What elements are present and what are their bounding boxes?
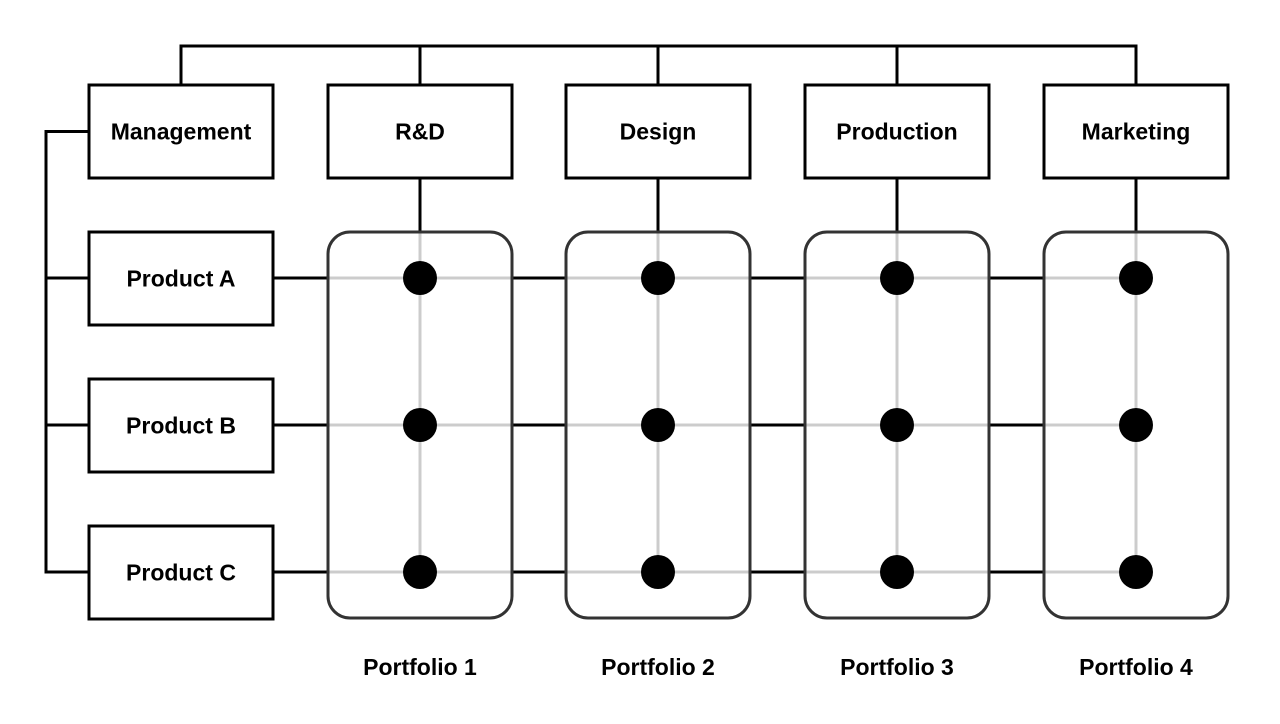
management-node-box[interactable] [87, 83, 275, 180]
portfolio-container[interactable] [326, 230, 514, 620]
function-node-rd-box[interactable] [326, 83, 514, 180]
product-node-product-b-box[interactable] [87, 377, 275, 474]
function-node-marketing[interactable]: Marketing [1042, 83, 1230, 180]
function-node-design[interactable]: Design [564, 83, 752, 180]
function-node-rd-label: R&D [395, 119, 445, 145]
nodes: Management R&D Design Production MarketingPr… [87, 83, 1230, 621]
function-node-marketing-label: Marketing [1082, 119, 1191, 145]
intersection-dot-product-c-rd[interactable] [403, 555, 437, 589]
function-node-marketing-box[interactable] [1042, 83, 1230, 180]
intersection-dot-product-c-marketing[interactable] [1119, 555, 1153, 589]
product-node-product-a[interactable]: Product A [87, 230, 275, 327]
product-node-product-c-box[interactable] [87, 524, 275, 621]
portfolios [326, 230, 1230, 620]
portfolio-label: Portfolio 1 [363, 654, 477, 680]
product-node-product-a-label: Product A [126, 266, 235, 292]
intersection-dot-product-b-rd[interactable] [403, 408, 437, 442]
management-node[interactable]: Management [87, 83, 275, 180]
function-node-rd[interactable]: R&D [326, 83, 514, 180]
management-node-label: Management [111, 119, 252, 145]
function-node-production[interactable]: Production [803, 83, 991, 180]
portfolio-label: Portfolio 4 [1079, 654, 1193, 680]
product-node-product-c[interactable]: Product C [87, 524, 275, 621]
intersection-dot-product-a-rd[interactable] [403, 261, 437, 295]
intersection-dot-product-c-design[interactable] [641, 555, 675, 589]
intersection-dot-product-b-marketing[interactable] [1119, 408, 1153, 442]
product-node-product-a-box[interactable] [87, 230, 275, 327]
left-bus-line [44, 130, 89, 574]
portfolio-3 [803, 230, 991, 620]
portfolio-2 [564, 230, 752, 620]
labels: Portfolio 1 Portfolio 2 Portfolio 3 Portfol… [363, 654, 1193, 680]
intersection-dot-product-c-production[interactable] [880, 555, 914, 589]
product-node-product-b-label: Product B [126, 413, 236, 439]
portfolio-container[interactable] [803, 230, 991, 620]
connectors [44, 44, 1138, 574]
portfolio-label: Portfolio 3 [840, 654, 954, 680]
portfolio-4 [1042, 230, 1230, 620]
intersection-dot-product-a-design[interactable] [641, 261, 675, 295]
intersection-dot-product-a-marketing[interactable] [1119, 261, 1153, 295]
product-node-product-b[interactable]: Product B [87, 377, 275, 474]
portfolio-container[interactable] [1042, 230, 1230, 620]
portfolio-container[interactable] [564, 230, 752, 620]
function-node-design-label: Design [620, 119, 697, 145]
intersection-dot-product-b-production[interactable] [880, 408, 914, 442]
portfolio-1 [326, 230, 514, 620]
product-node-product-c-label: Product C [126, 560, 236, 586]
function-node-production-box[interactable] [803, 83, 991, 180]
portfolio-label: Portfolio 2 [601, 654, 715, 680]
intersection-dot-product-a-production[interactable] [880, 261, 914, 295]
function-node-production-label: Production [836, 119, 957, 145]
intersection-dot-product-b-design[interactable] [641, 408, 675, 442]
function-node-design-box[interactable] [564, 83, 752, 180]
